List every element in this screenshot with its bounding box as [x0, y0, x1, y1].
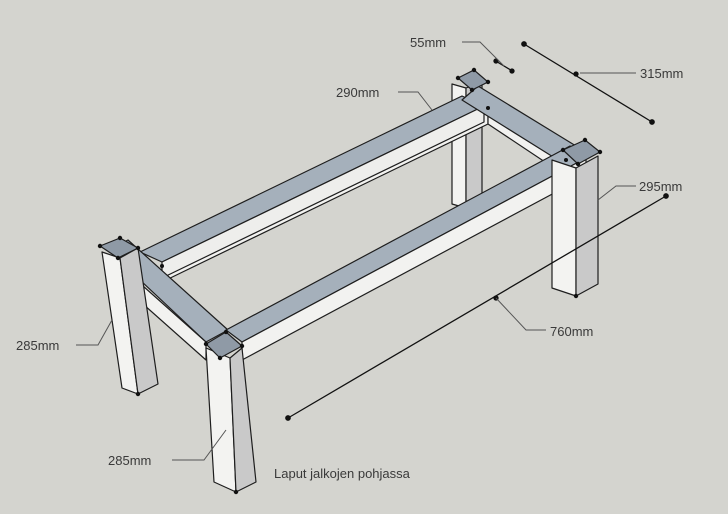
note-feet-pads: Laput jalkojen pohjassa: [274, 466, 411, 481]
dim-label-760mm: 760mm: [550, 324, 593, 339]
dim-label-285mm-left: 285mm: [16, 338, 59, 353]
top-rails: [107, 85, 587, 361]
dim-label-295mm: 295mm: [639, 179, 682, 194]
dim-label-285mm-front: 285mm: [108, 453, 151, 468]
dim-label-55mm: 55mm: [410, 35, 446, 50]
leg-front-left: [205, 331, 257, 493]
leg-front-right: [551, 139, 601, 297]
vertex-points: [97, 67, 603, 495]
leader-lines: [76, 41, 636, 461]
dim-label-290mm: 290mm: [336, 85, 379, 100]
dim-label-315mm: 315mm: [640, 66, 683, 81]
